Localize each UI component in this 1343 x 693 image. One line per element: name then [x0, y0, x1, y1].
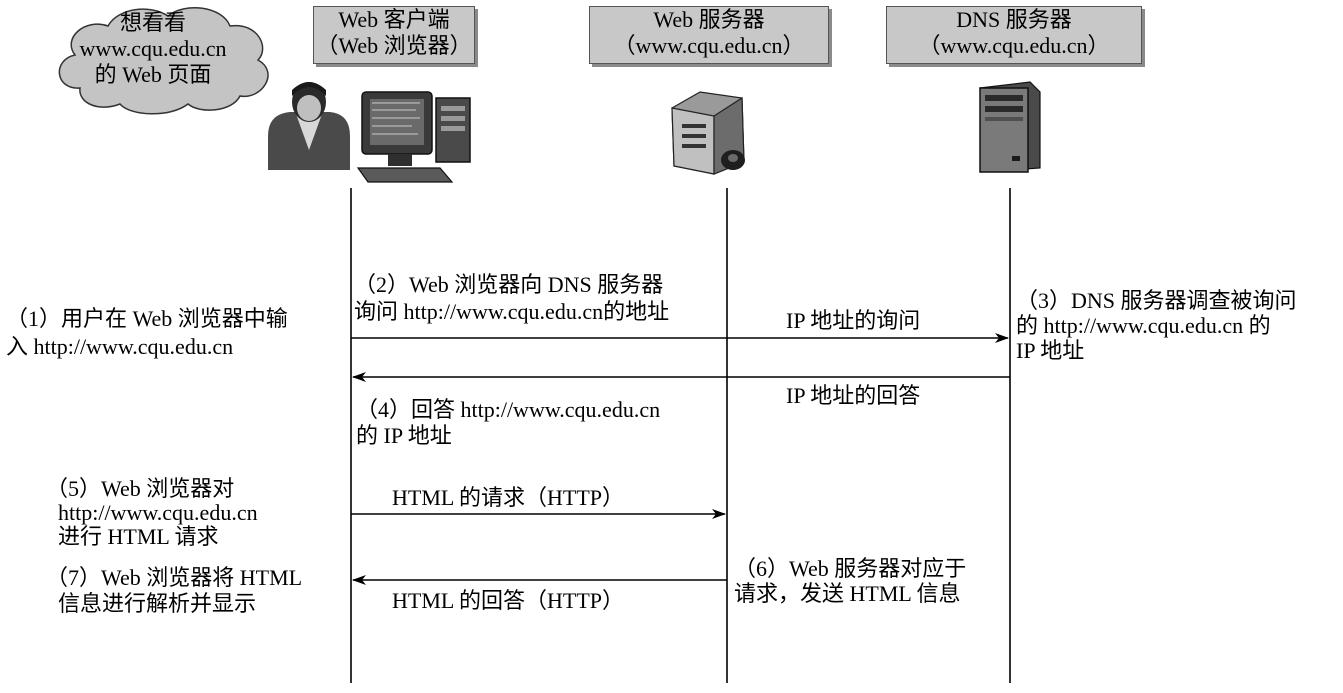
dns-server-header: DNS 服务器 （www.cqu.edu.cn） — [886, 6, 1142, 64]
step-3-line1: （3）DNS 服务器调查被询问 — [1016, 288, 1297, 313]
cloud-icon — [58, 7, 269, 115]
step-2-line1: （2）Web 浏览器向 DNS 服务器 — [354, 272, 664, 297]
cloud-line-3: 的 Web 页面 — [94, 62, 212, 87]
step-7-line2: 信息进行解析并显示 — [58, 591, 257, 616]
step-6-line1: （6）Web 服务器对应于 — [734, 556, 967, 581]
client-header-line2: （Web 浏览器） — [316, 33, 472, 58]
user-icon — [268, 82, 350, 170]
step-4-line2: 的 IP 地址 — [356, 423, 452, 448]
html-response-label: HTML 的回答（HTTP） — [392, 588, 625, 613]
dns-server-header-line2: （www.cqu.edu.cn） — [918, 33, 1110, 58]
web-server-icon — [671, 91, 745, 175]
step-2-line2: 询问 http://www.cqu.edu.cn的地址 — [354, 299, 670, 324]
step-5-line3: 进行 HTML 请求 — [58, 524, 219, 549]
step-6-line2: 请求，发送 HTML 信息 — [734, 581, 961, 606]
ip-answer-label: IP 地址的回答 — [786, 383, 921, 408]
web-server-header: Web 服务器 （www.cqu.edu.cn） — [589, 6, 829, 64]
dns-server-icon — [979, 81, 1041, 173]
cloud-thought: 想看看 www.cqu.edu.cn 的 Web 页面 — [68, 10, 238, 88]
step-1-line1: （1）用户在 Web 浏览器中输 — [6, 306, 288, 331]
client-header: Web 客户端 （Web 浏览器） — [313, 6, 475, 64]
step-5-line1: （5）Web 浏览器对 — [46, 476, 235, 501]
step-1-line2: 入 http://www.cqu.edu.cn — [6, 334, 234, 359]
cloud-line-2: www.cqu.edu.cn — [79, 36, 227, 61]
web-server-header-line1: Web 服务器 — [653, 7, 765, 32]
step-7-line1: （7）Web 浏览器将 HTML — [46, 565, 303, 590]
computer-icon — [356, 91, 471, 183]
web-server-header-line2: （www.cqu.edu.cn） — [613, 33, 805, 58]
step-5-line2: http://www.cqu.edu.cn — [58, 500, 258, 525]
html-request-label: HTML 的请求（HTTP） — [392, 485, 625, 510]
client-header-line1: Web 客户端 — [338, 7, 450, 32]
dns-server-header-line1: DNS 服务器 — [956, 7, 1072, 32]
step-4-line1: （4）回答 http://www.cqu.edu.cn — [356, 397, 661, 422]
cloud-line-1: 想看看 — [119, 10, 186, 35]
step-3-line2: 的 http://www.cqu.edu.cn 的 — [1016, 313, 1271, 338]
step-3-line3: IP 地址 — [1016, 338, 1085, 363]
ip-query-label: IP 地址的询问 — [786, 308, 921, 333]
